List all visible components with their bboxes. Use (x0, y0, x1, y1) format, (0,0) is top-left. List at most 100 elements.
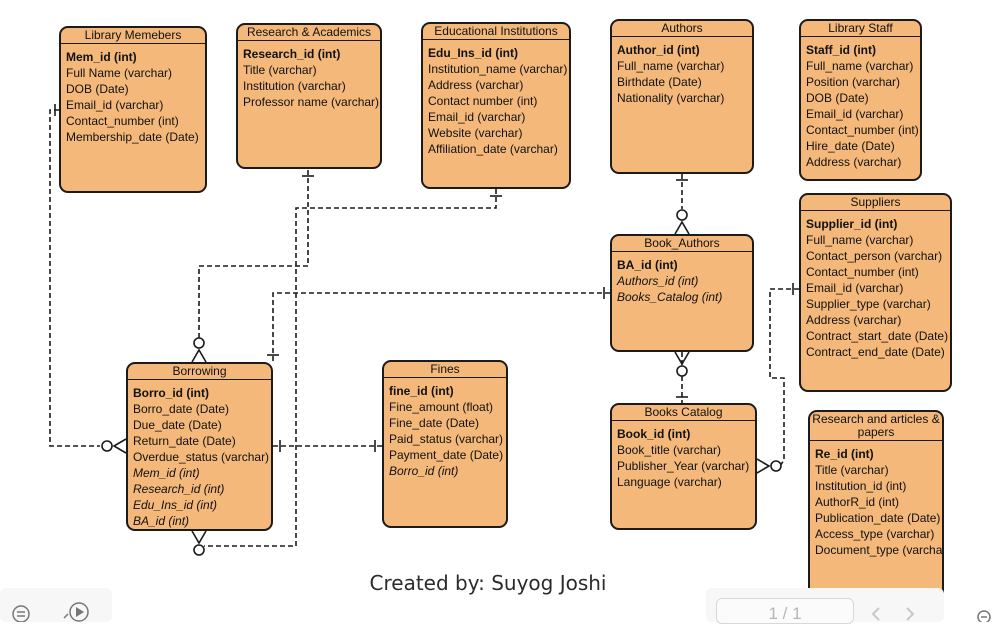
primary-key-field: fine_id (int) (389, 384, 454, 398)
entity-title: Research and articles & papers (810, 412, 942, 441)
entity-field: Website (varchar) (428, 126, 523, 140)
entity-field: Title (varchar) (815, 463, 889, 477)
zero-marker (101, 440, 113, 452)
zero-marker (676, 209, 688, 221)
zero-marker (770, 460, 782, 472)
play-icon[interactable] (62, 600, 92, 627)
relationship-line (204, 189, 497, 547)
entity-field: Contact number (int) (428, 94, 538, 108)
entity-field: Professor name (varchar) (243, 95, 380, 109)
entity-title: Suppliers (801, 195, 950, 211)
zero-marker (193, 337, 205, 349)
primary-key-field: Re_id (int) (815, 447, 874, 461)
entity-field: Address (varchar) (428, 78, 524, 92)
entity-field: Position (varchar) (806, 75, 901, 89)
entity-field: Contact_number (int) (806, 265, 919, 279)
entity-field: Fine_amount (float) (389, 400, 494, 414)
entity-field: Address (varchar) (806, 155, 902, 169)
entity-field: Return_date (Date) (133, 434, 236, 448)
viewer-toolbar: 1 / 1 (0, 588, 992, 624)
entity-field: Overdue_status (varchar) (133, 450, 270, 464)
foreign-key-field: Edu_Ins_id (int) (133, 498, 218, 512)
primary-key-field: Mem_id (int) (66, 50, 137, 64)
entity-field: Book_title (varchar) (617, 443, 722, 457)
entity-field: Full_name (varchar) (617, 59, 725, 73)
entity-field: Document_type (varchar) (815, 543, 944, 557)
entity-field: Full_name (varchar) (806, 233, 914, 247)
entity-title: Books Catalog (612, 405, 755, 421)
entity-field: Access_type (varchar) (815, 527, 935, 541)
foreign-key-field: Mem_id (int) (133, 466, 200, 480)
foreign-key-field: Authors_id (int) (617, 274, 699, 288)
primary-key-field: Edu_Ins_id (int) (428, 46, 518, 60)
entity-field: Nationality (varchar) (617, 91, 725, 105)
entity-field: DOB (Date) (806, 91, 869, 105)
entity-field: Paid_status (varchar) (389, 432, 504, 446)
entity-field: Email_id (varchar) (66, 98, 164, 112)
entity-field: Hire_date (Date) (806, 139, 895, 153)
entity-field: Publisher_Year (varchar) (617, 459, 750, 473)
entity-field: Contact_person (varchar) (806, 249, 943, 263)
entity-field: Language (varchar) (617, 475, 722, 489)
entity-field: Institution_name (varchar) (428, 62, 568, 76)
foreign-key-field: Research_id (int) (133, 482, 225, 496)
entity-field: Birthdate (Date) (617, 75, 702, 89)
entity-title: Authors (612, 21, 752, 37)
entity-title: Educational Institutions (423, 24, 569, 40)
many-marker (674, 220, 690, 235)
entity-title: Research & Academics (238, 25, 380, 41)
primary-key-field: Staff_id (int) (806, 43, 876, 57)
entity-field: Institution_id (int) (815, 479, 907, 493)
primary-key-field: Supplier_id (int) (806, 217, 898, 231)
entity-field: AuthorR_id (int) (815, 495, 900, 509)
foreign-key-field: Books_Catalog (int) (617, 290, 723, 304)
entity-field: Supplier_type (varchar) (806, 297, 931, 311)
entity-field: Borro_date (Date) (133, 402, 230, 416)
entity-field: Full_name (varchar) (806, 59, 914, 73)
relationship-line (272, 292, 610, 362)
primary-key-field: Research_id (int) (243, 47, 341, 61)
menu-icon[interactable] (11, 604, 31, 627)
zero-marker (676, 365, 688, 377)
entity-title: Library Memebers (61, 28, 205, 44)
entity-field: Contact_number (int) (806, 123, 919, 137)
entity-field: Contact_number (int) (66, 114, 179, 128)
many-marker (112, 438, 127, 454)
chevron-left-icon[interactable] (868, 606, 884, 627)
entity-field: Affiliation_date (varchar) (428, 142, 558, 156)
many-marker (191, 348, 207, 363)
primary-key-field: Author_id (int) (617, 43, 700, 57)
entity-field: Due_date (Date) (133, 418, 222, 432)
primary-key-field: BA_id (int) (617, 258, 678, 272)
entity-field: Fine_date (Date) (389, 416, 480, 430)
entity-field: Contract_start_date (Date) (806, 329, 949, 343)
many-marker (756, 458, 771, 474)
entity-field: Payment_date (Date) (389, 448, 504, 462)
many-marker (674, 351, 690, 366)
page-indicator: 1 / 1 (716, 598, 854, 624)
entity-field: Email_id (varchar) (806, 281, 904, 295)
relationship-line (198, 170, 309, 338)
entity-field: Title (varchar) (243, 63, 317, 77)
entity-title: Library Staff (801, 21, 920, 37)
zoom-icon[interactable] (976, 608, 992, 627)
chevron-right-icon[interactable] (902, 606, 918, 627)
entity-field: Email_id (varchar) (428, 110, 526, 124)
entity-field: Membership_date (Date) (66, 130, 199, 144)
entity-field: Address (varchar) (806, 313, 902, 327)
zero-marker (193, 544, 205, 556)
entity-field: Full Name (varchar) (66, 66, 173, 80)
